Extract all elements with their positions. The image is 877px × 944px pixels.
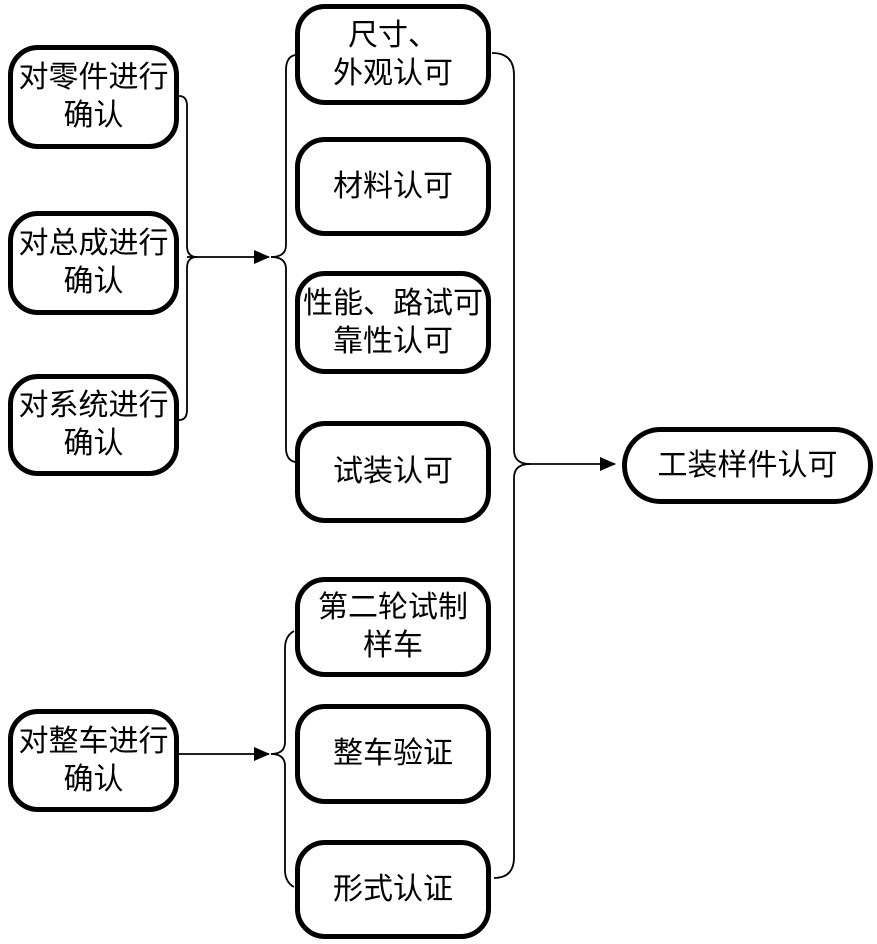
node-confirm-assembly: 对总成进行 确认	[8, 211, 179, 315]
connector-middle-bracket-upper	[270, 54, 296, 258]
connector-lower-bracket-upper	[270, 630, 295, 755]
connector-left-bracket-upper	[178, 95, 198, 258]
connector-right-bracket-upper	[491, 52, 531, 465]
node-tooling-sample-approval: 工装样件认可	[622, 427, 873, 504]
connector-left-bracket-lower	[178, 256, 198, 421]
node-trial-assembly-approval: 试装认可	[295, 421, 491, 523]
connector-right-bracket-lower	[493, 463, 531, 879]
node-type-certification: 形式认证	[295, 840, 491, 939]
node-performance-reliability-approval: 性能、路试可 靠性认可	[295, 271, 491, 374]
node-confirm-parts: 对零件进行 确认	[8, 45, 179, 149]
connector-middle-bracket-lower	[270, 256, 296, 463]
node-vehicle-verification: 整车验证	[295, 704, 491, 804]
node-second-round-prototype: 第二轮试制 样车	[295, 577, 491, 677]
connector-lower-bracket-lower	[270, 753, 295, 888]
node-size-appearance-approval: 尺寸、 外观认可	[295, 4, 491, 105]
node-confirm-system: 对系统进行 确认	[8, 374, 179, 476]
node-confirm-vehicle: 对整车进行 确认	[8, 709, 179, 812]
node-material-approval: 材料认可	[295, 137, 491, 236]
